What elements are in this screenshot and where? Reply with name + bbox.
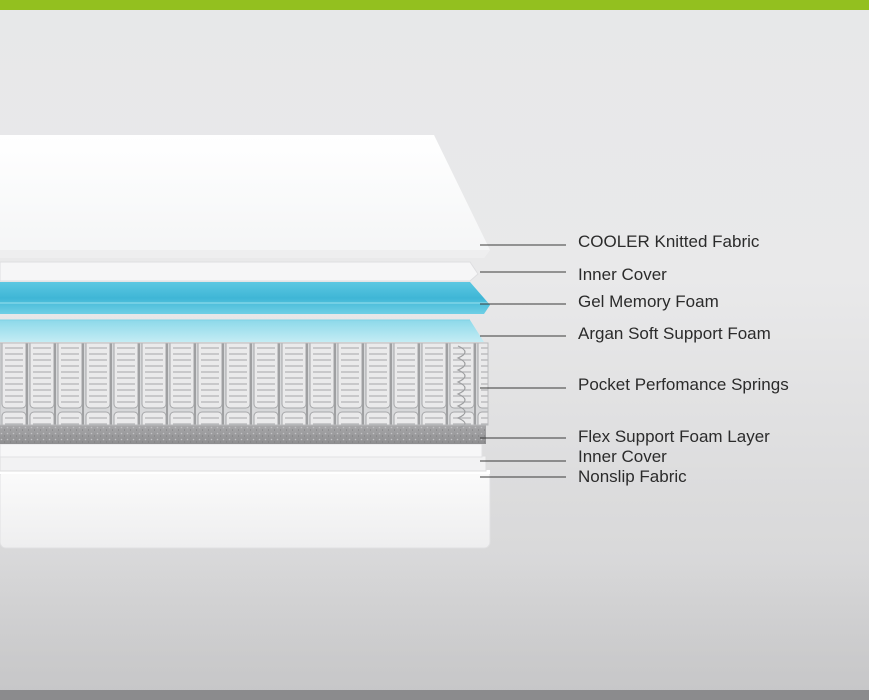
label-pocket-springs: Pocket Perfomance Springs [578, 375, 789, 394]
leader-lines [480, 244, 566, 478]
label-nonslip-fabric: Nonslip Fabric [578, 467, 687, 486]
upper-inner-cover-layer [0, 261, 479, 282]
lower-inner-cover-layer [0, 443, 487, 472]
argan-soft-support-foam-layer [0, 319, 484, 342]
label-inner-cover-bottom: Inner Cover [578, 447, 667, 466]
pocket-springs-layer [0, 342, 489, 429]
label-inner-cover-top: Inner Cover [578, 265, 667, 284]
label-flex-support-foam: Flex Support Foam Layer [578, 427, 770, 446]
top-accent-bar [0, 0, 869, 10]
label-argan-soft-support-foam: Argan Soft Support Foam [578, 324, 771, 343]
bottom-accent-bar [0, 690, 869, 700]
gel-memory-foam-layer [0, 282, 490, 314]
cooler-knitted-fabric-layer [0, 135, 490, 258]
label-gel-memory-foam: Gel Memory Foam [578, 292, 719, 311]
floor-shadow [0, 560, 869, 690]
flex-support-foam-layer [0, 424, 486, 444]
label-cooler-knitted-fabric: COOLER Knitted Fabric [578, 232, 760, 251]
nonslip-fabric-layer [0, 469, 491, 549]
